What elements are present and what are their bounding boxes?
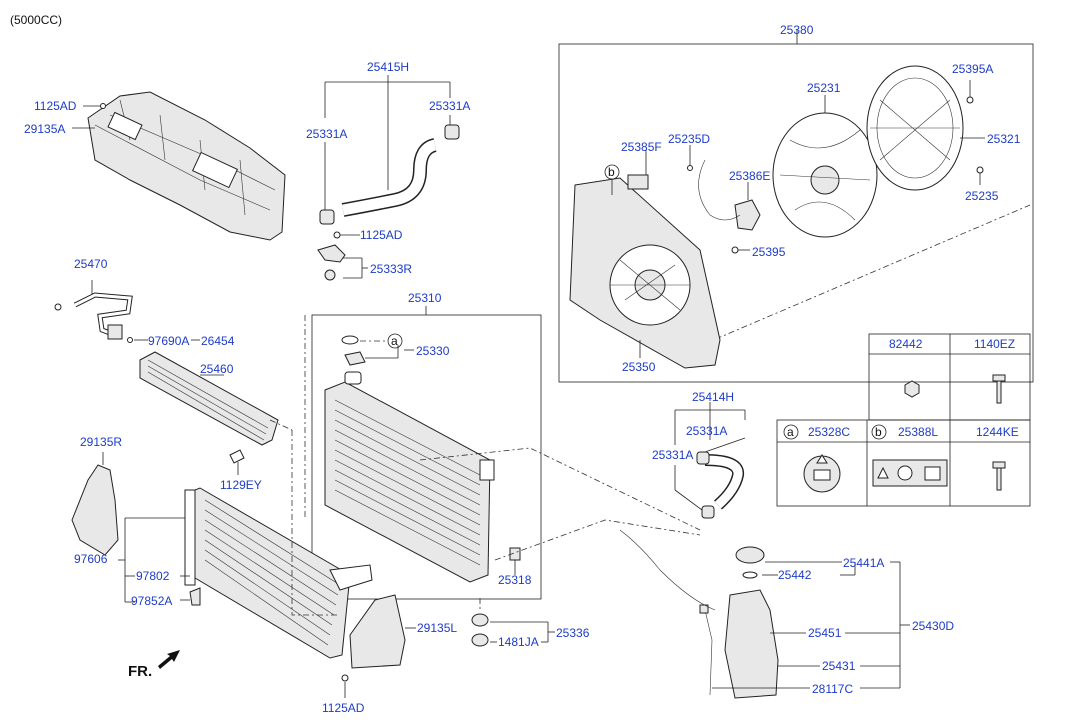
part-label-25380[interactable]: 25380	[780, 23, 814, 37]
table-header-1244ke[interactable]: 1244KE	[976, 425, 1019, 439]
table-header-25328c[interactable]: 25328C	[808, 425, 850, 439]
part-label-25330[interactable]: 25330	[416, 344, 450, 358]
part-label-25235[interactable]: 25235	[965, 189, 999, 203]
part-label-97606[interactable]: 97606	[74, 552, 108, 566]
part-label-25318[interactable]: 25318	[498, 573, 532, 587]
part-label-25414h[interactable]: 25414H	[692, 390, 734, 404]
marker-a-drawing: a	[391, 334, 398, 348]
callout-table: a b 82442 1140EZ 25328C 25388L 1244KE	[776, 333, 1031, 507]
part-label-25331a[interactable]: 25331A	[652, 448, 693, 462]
part-label-1125ad[interactable]: 1125AD	[34, 99, 77, 113]
front-arrow-icon	[158, 650, 180, 669]
part-label-29135l[interactable]: 29135L	[417, 621, 457, 635]
part-label-1481ja[interactable]: 1481JA	[498, 635, 539, 649]
reservoir-tank-drawing	[699, 546, 779, 699]
radiator-drawing	[324, 371, 495, 583]
fan-shroud-drawing	[569, 177, 721, 369]
part-number-labels: 1125AD 29135A 25415H 25331A 25331A 1125AD 2533…	[24, 23, 1021, 715]
condenser-drawing	[184, 487, 373, 659]
table-header-25388l[interactable]: 25388L	[898, 425, 938, 439]
variant-label: (5000CC)	[10, 13, 62, 27]
part-label-25331a[interactable]: 25331A	[686, 424, 727, 438]
part-label-25442[interactable]: 25442	[778, 568, 812, 582]
fan-shroud-ring-drawing	[866, 65, 964, 191]
part-label-1125ad[interactable]: 1125AD	[360, 228, 403, 242]
part-label-25441a[interactable]: 25441A	[843, 556, 884, 570]
warning-label-icon	[803, 454, 841, 493]
part-label-25430d[interactable]: 25430D	[912, 619, 954, 633]
part-label-97852a[interactable]: 97852A	[131, 594, 172, 608]
marker-a-label: a	[787, 425, 794, 439]
air-guard-left-drawing	[349, 594, 406, 669]
marker-b-drawing: b	[608, 165, 615, 179]
part-label-1129ey[interactable]: 1129EY	[220, 478, 262, 492]
part-label-25321[interactable]: 25321	[987, 132, 1021, 146]
part-label-25395a[interactable]: 25395A	[952, 62, 993, 76]
oil-cooler-drawing	[139, 351, 293, 446]
part-label-25331a[interactable]: 25331A	[306, 127, 347, 141]
part-label-25470[interactable]: 25470	[74, 257, 108, 271]
part-label-25310[interactable]: 25310	[408, 291, 442, 305]
part-label-25235d[interactable]: 25235D	[668, 132, 710, 146]
marker-b-label: b	[875, 425, 882, 439]
part-label-29135a[interactable]: 29135A	[24, 122, 65, 136]
part-label-25415h[interactable]: 25415H	[367, 60, 409, 74]
part-label-26454[interactable]: 26454	[201, 334, 235, 348]
part-label-25336[interactable]: 25336	[556, 626, 590, 640]
part-label-97690a[interactable]: 97690A	[148, 334, 189, 348]
table-header-82442[interactable]: 82442	[889, 337, 923, 351]
nut-icon	[904, 380, 920, 398]
marker-a-circle-icon	[387, 333, 403, 349]
part-label-25451[interactable]: 25451	[808, 626, 842, 640]
table-header-1140ez[interactable]: 1140EZ	[974, 337, 1015, 351]
part-label-28117c[interactable]: 28117C	[812, 682, 853, 696]
part-label-25431[interactable]: 25431	[822, 659, 856, 673]
fan-assembly-box	[558, 43, 1034, 383]
part-label-25460[interactable]: 25460	[200, 362, 234, 376]
caution-decal-icon	[872, 459, 948, 487]
fan-motor-drawing	[734, 199, 761, 231]
marker-b-circle-icon	[871, 424, 887, 440]
bolt-icon	[992, 461, 1006, 491]
part-label-25395[interactable]: 25395	[752, 245, 786, 259]
part-label-25350[interactable]: 25350	[622, 360, 656, 374]
part-label-1125ad[interactable]: 1125AD	[322, 701, 365, 715]
air-guide-upper-drawing	[87, 91, 286, 241]
part-label-25385f[interactable]: 25385F	[621, 140, 662, 154]
part-label-97802[interactable]: 97802	[136, 569, 170, 583]
marker-a-circle-icon	[783, 424, 799, 440]
fan-blade-drawing	[772, 112, 878, 238]
part-label-25386e[interactable]: 25386E	[729, 169, 770, 183]
part-label-25331a[interactable]: 25331A	[429, 99, 470, 113]
part-label-25231[interactable]: 25231	[807, 81, 841, 95]
air-guard-right-drawing	[71, 464, 119, 556]
bolt-icon	[992, 374, 1006, 404]
radiator-box	[311, 314, 542, 600]
front-direction-label: FR.	[128, 663, 152, 680]
part-label-29135r[interactable]: 29135R	[80, 435, 122, 449]
part-label-25333r[interactable]: 25333R	[370, 262, 412, 276]
